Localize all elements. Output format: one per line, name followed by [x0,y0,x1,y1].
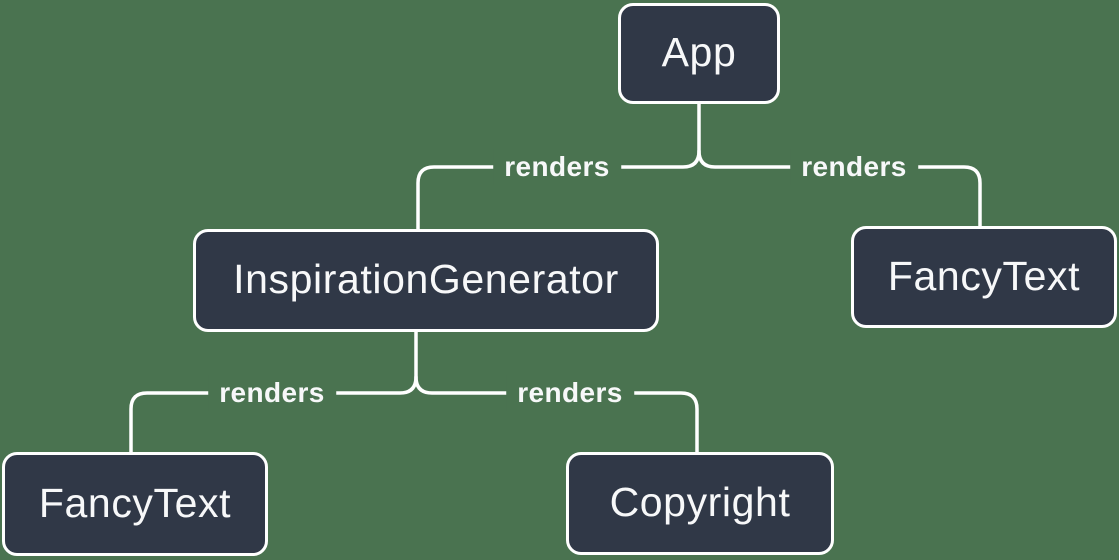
node-app: App [618,3,780,104]
node-fancy-text-right-label: FancyText [887,252,1081,299]
edge-label-renders-app-inspirationgenerator: renders [493,149,621,185]
node-fancy-text-bottom-label: FancyText [38,479,232,526]
edge-label-renders-ig-copyright: renders [506,375,634,411]
edge-inspirationgenerator-copyright [414,375,699,457]
edge-label-renders-app-fancytext: renders [790,149,918,185]
node-inspiration-generator: InspirationGenerator [193,229,659,332]
node-copyright: Copyright [566,452,834,555]
node-fancy-text-bottom: FancyText [2,452,268,556]
node-inspiration-generator-label: InspirationGenerator [233,256,619,302]
node-app-label: App [661,29,737,75]
node-fancy-text-right: FancyText [851,226,1117,328]
node-copyright-label: Copyright [609,479,791,525]
edge-label-renders-ig-fancytext: renders [208,375,336,411]
edge-app-fancytext [697,149,982,231]
